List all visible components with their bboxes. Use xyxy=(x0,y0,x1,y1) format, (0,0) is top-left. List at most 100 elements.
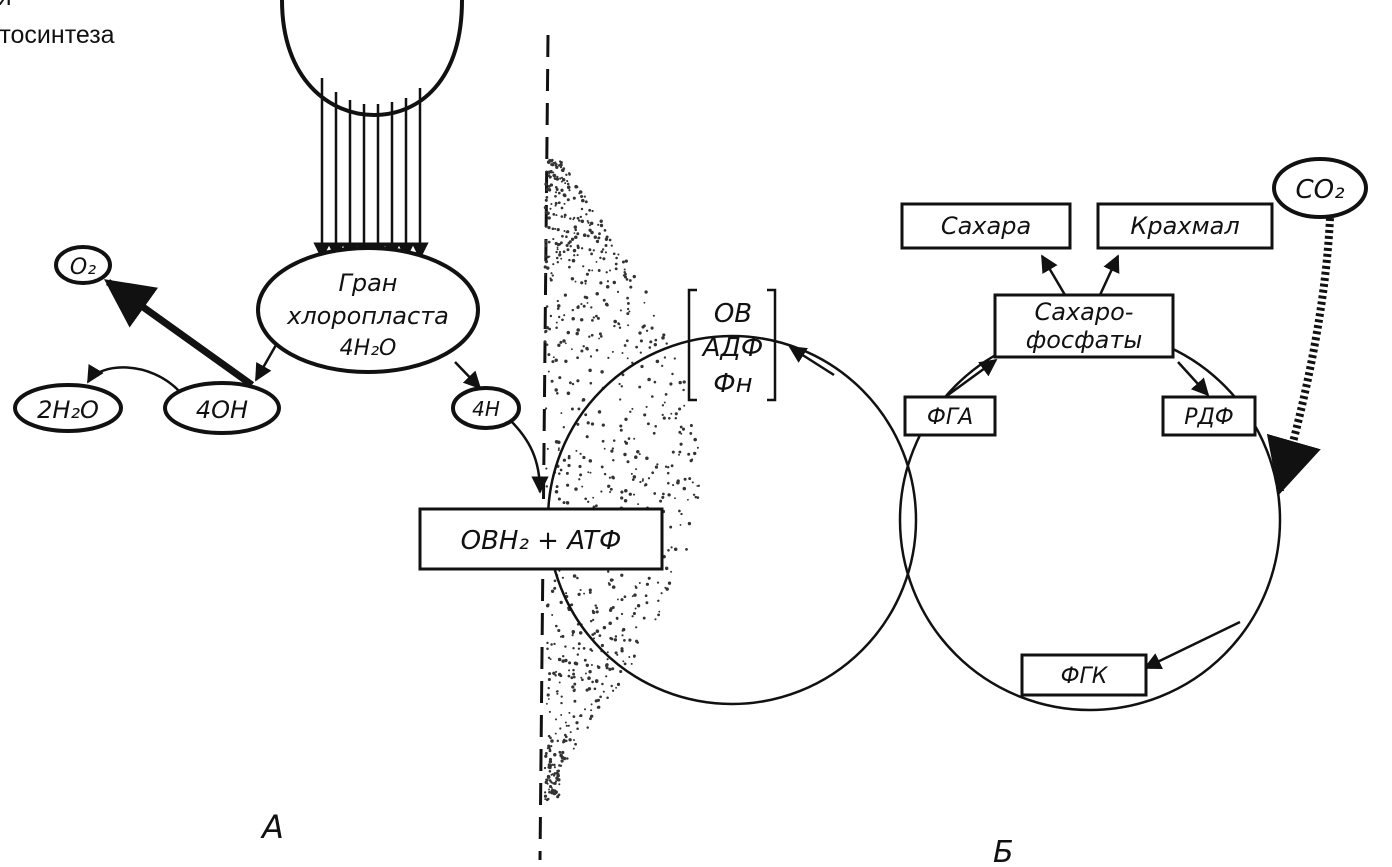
stipple-dot xyxy=(559,468,563,472)
stipple-dot xyxy=(558,750,562,754)
stipple-dot xyxy=(652,431,656,435)
stipple-dot xyxy=(614,262,618,266)
stipple-dot xyxy=(610,637,614,641)
stipple-dot xyxy=(549,278,553,282)
stipple-dot xyxy=(678,430,682,434)
stipple-dot xyxy=(619,309,622,312)
stipple-dot xyxy=(631,478,635,481)
rdp-label: РДФ xyxy=(1184,405,1233,430)
stipple-dot xyxy=(557,448,560,452)
stipple-dot xyxy=(564,359,568,363)
stipple-dot xyxy=(566,180,569,183)
stipple-dot xyxy=(572,248,577,253)
stipple-dot xyxy=(574,487,578,491)
stipple-dot xyxy=(565,235,568,238)
stipple-dot xyxy=(555,321,558,324)
stipple-dot xyxy=(644,594,648,598)
o2-label: O₂ xyxy=(70,255,96,280)
stipple-dot xyxy=(633,437,636,440)
stipple-dot xyxy=(603,472,607,476)
stipple-dot xyxy=(617,253,620,256)
stipple-dot xyxy=(566,198,570,202)
stipple-dot xyxy=(642,478,644,481)
stipple-dot xyxy=(557,628,561,633)
stipple-dot xyxy=(623,452,627,457)
stipple-dot xyxy=(661,364,664,368)
stipple-dot xyxy=(653,343,657,347)
stipple-dot xyxy=(547,746,551,749)
stipple-dot xyxy=(590,714,594,718)
stipple-dot xyxy=(571,382,575,386)
stipple-dot xyxy=(566,391,571,396)
stipple-dot xyxy=(560,206,564,210)
stipple-dot xyxy=(667,581,672,585)
stipple-dot xyxy=(586,421,590,425)
sugar-phosphates-label-1: Сахаро- xyxy=(1035,298,1134,326)
stipple-dot xyxy=(639,480,642,484)
stipple-dot xyxy=(563,293,568,297)
stipple-dot xyxy=(647,377,651,382)
water-oval xyxy=(13,383,123,433)
stipple-dot xyxy=(664,566,669,571)
stipple-dot xyxy=(561,659,565,663)
stipple-dot xyxy=(658,610,661,613)
stipple-dot xyxy=(548,672,552,676)
stipple-dot xyxy=(568,258,571,262)
stipple-dot xyxy=(574,235,578,240)
stipple-dot xyxy=(646,422,650,426)
stipple-dot xyxy=(620,649,624,653)
grana-label-1: Гран xyxy=(338,269,397,297)
stipple-dot xyxy=(673,357,676,360)
stipple-dot xyxy=(581,397,586,402)
stipple-dot xyxy=(657,613,660,617)
stipple-dot xyxy=(572,668,575,672)
stipple-dot xyxy=(599,335,603,338)
stipple-dot xyxy=(554,185,558,189)
stipple-dot xyxy=(577,642,581,646)
stipple-dot xyxy=(640,364,644,369)
stipple-dot xyxy=(680,512,683,516)
stipple-dot xyxy=(560,176,564,179)
stipple-dot xyxy=(548,176,552,179)
stipple-dot xyxy=(605,666,609,670)
stipple-dot xyxy=(565,173,568,176)
stipple-dot xyxy=(678,450,682,454)
stipple-dot xyxy=(577,647,581,650)
stipple-dot xyxy=(572,574,577,578)
stipple-dot xyxy=(547,698,550,700)
stipple-dot xyxy=(608,238,612,242)
caption-line-2: отосинтеза xyxy=(0,21,115,49)
stipple-dot xyxy=(554,718,558,721)
stipple-dot xyxy=(565,739,568,743)
stipple-dot xyxy=(627,437,631,440)
stipple-dot xyxy=(548,158,552,162)
stipple-dot xyxy=(575,449,578,452)
stipple-dot xyxy=(585,435,589,439)
stipple-dot xyxy=(616,682,621,687)
stipple-dot xyxy=(583,708,587,711)
stipple-dot xyxy=(587,221,590,224)
stipple-dot xyxy=(576,232,580,236)
stipple-dot xyxy=(612,280,617,285)
stipple-dot xyxy=(603,447,606,450)
divider-line xyxy=(538,34,550,861)
stipple-dot xyxy=(606,280,610,283)
stipple-dot xyxy=(550,788,555,792)
stipple-dot xyxy=(590,306,593,309)
stipple-dot xyxy=(602,625,607,630)
stipple-dot xyxy=(558,242,562,246)
stipple-dot xyxy=(555,780,558,783)
oh-label: 4OH xyxy=(196,396,248,424)
stipple-dot xyxy=(582,233,587,237)
stipple-dot xyxy=(579,588,582,592)
stipple-dot xyxy=(560,257,563,260)
stipple-dot xyxy=(681,427,686,431)
stipple-dot xyxy=(561,234,564,238)
h-oval xyxy=(451,386,521,430)
stipple-dot xyxy=(555,165,559,170)
stipple-dot xyxy=(609,490,612,494)
stipple-dot xyxy=(644,483,648,487)
stipple-dot xyxy=(557,657,562,662)
stipple-dot xyxy=(599,223,604,228)
